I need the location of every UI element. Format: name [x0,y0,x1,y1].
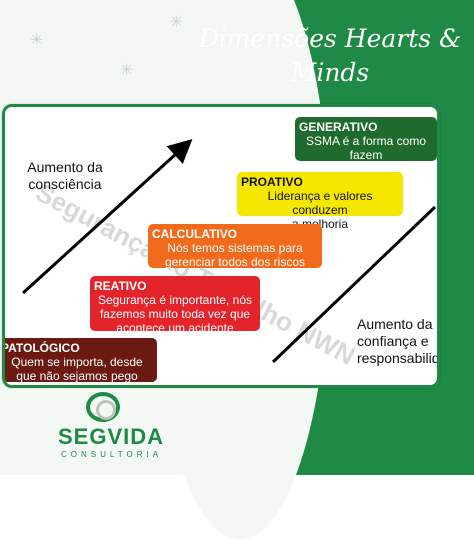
trust-label: Aumento da confiança e responsabilida [357,316,440,366]
arrows-layer [21,138,437,364]
dandelion-seed-icon: ✳ [120,62,134,79]
title-line-2: Minds [290,58,370,87]
segvida-logo-icon [86,392,120,422]
dandelion-seed-icon: ✳ [170,14,184,31]
awareness-arrow [21,138,193,295]
level-patologico: PATOLÓGICO Quem se importa, desde que nã… [5,338,157,383]
diagram-panel: Segurança do Trabalho NWN Aumento da con… [2,104,440,388]
level-generativo: GENERATIVO SSMA é a forma como fazem neg… [295,117,437,176]
title-line-1: Dimensões Hearts & [198,24,462,53]
level-proativo: PROATIVO Liderança e valores conduzem a … [237,172,403,231]
page-title: Dimensões Hearts & Minds [190,22,470,90]
dandelion-seed-icon: ✳ [30,32,44,49]
logo-subtitle: CONSULTORIA [61,450,163,459]
awareness-label: Aumento da consciência [27,159,103,192]
trust-line [271,205,437,364]
level-reativo: REATIVO Segurança é importante, nós faze… [90,276,260,335]
logo-name: SEGVIDA [58,424,165,449]
level-calculativo: CALCULATIVO Nós temos sistemas para gere… [148,224,322,269]
